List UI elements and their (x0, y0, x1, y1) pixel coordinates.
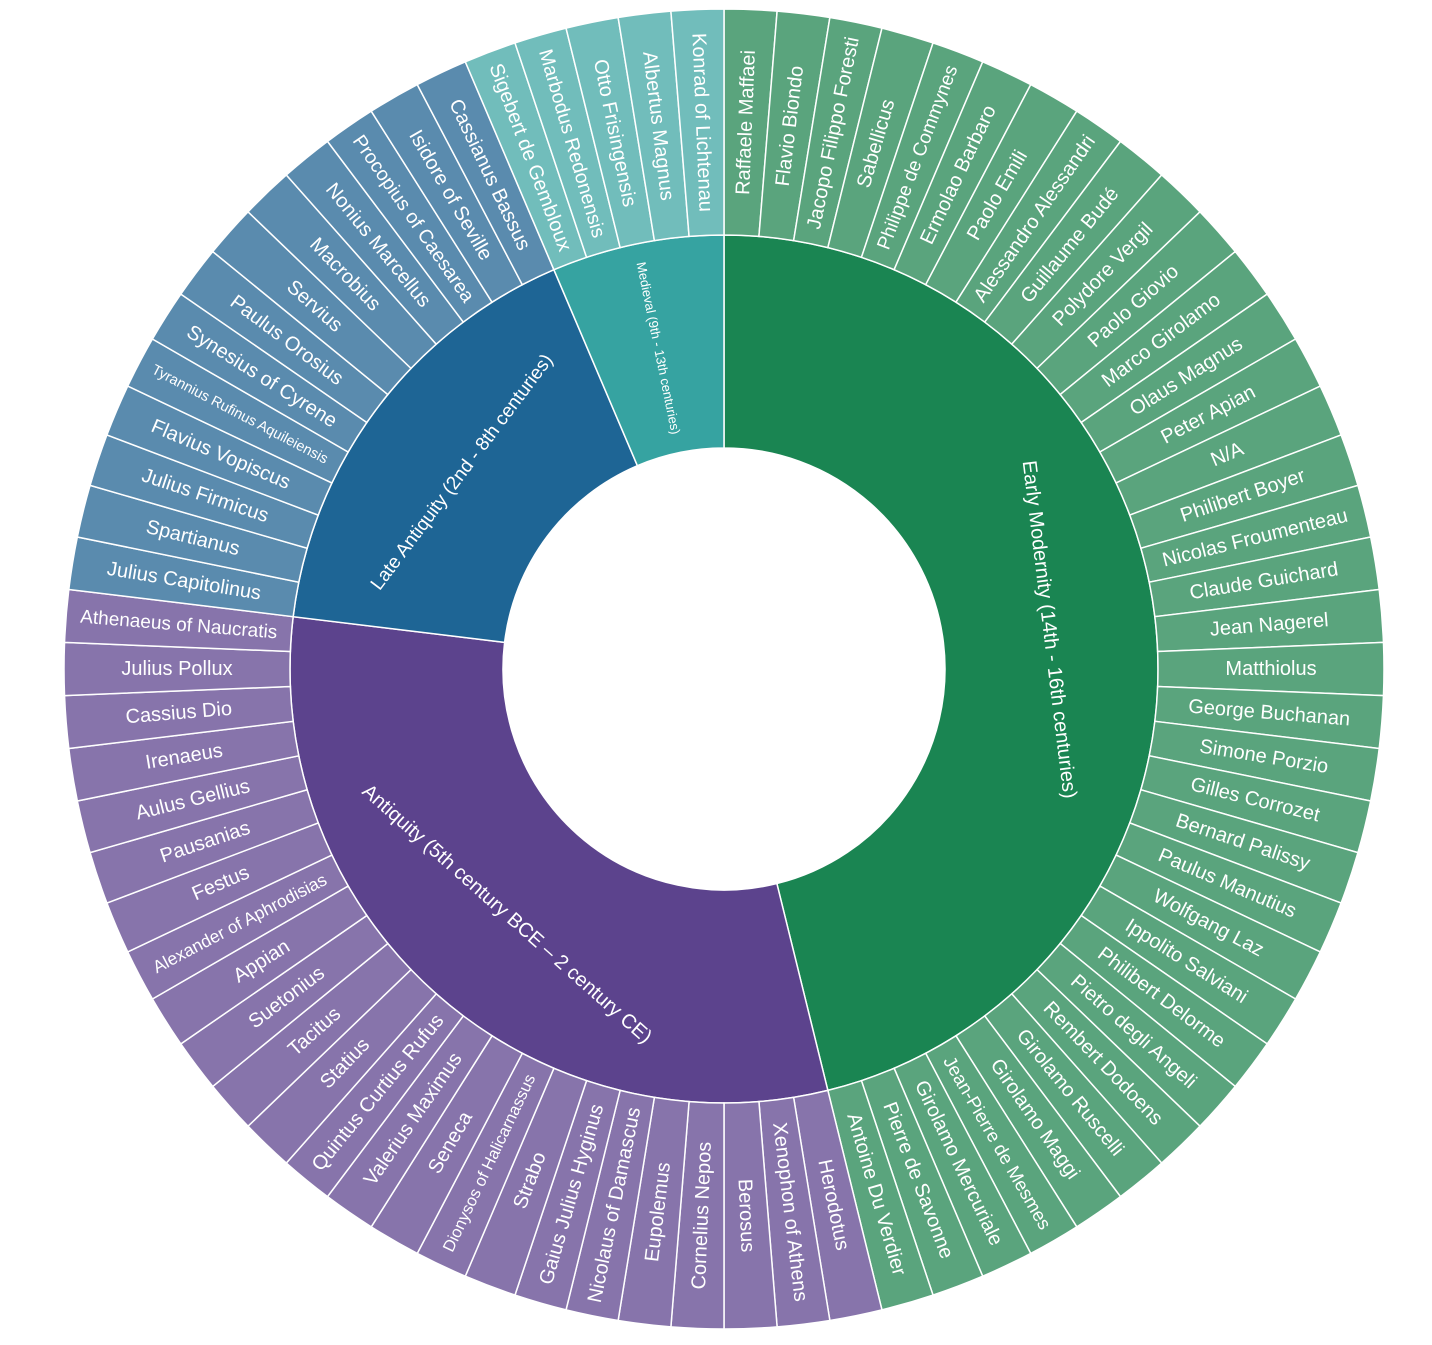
leaf-label-matthiolus: Matthiolus (1225, 658, 1316, 680)
segments-layer (63, 8, 1385, 1330)
leaf-label-berosus: Berosus (734, 1178, 759, 1252)
leaf-label-julius-pollux: Julius Pollux (121, 658, 232, 680)
leaf-arc-konrad-of-lichtenau[interactable] (670, 8, 725, 238)
